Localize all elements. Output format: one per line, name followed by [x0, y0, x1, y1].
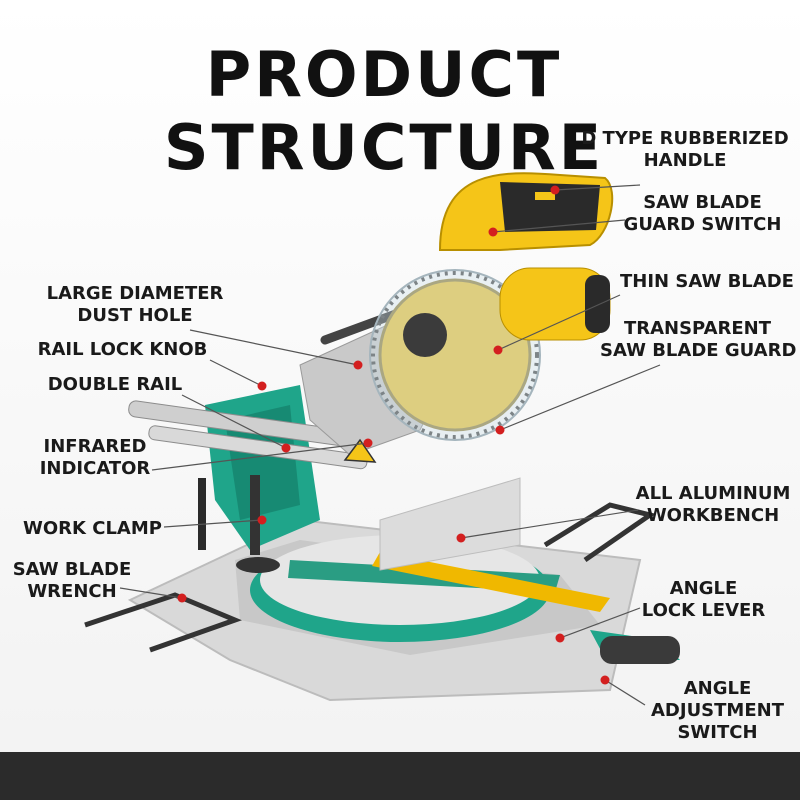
angle-lock-handle — [600, 636, 680, 664]
marker-angle-adjust — [600, 675, 610, 685]
label-double-rail: DOUBLE RAIL — [47, 374, 183, 395]
marker-dust-hole — [353, 360, 363, 370]
blade-slot-strip — [372, 552, 610, 612]
marker-workbench — [456, 533, 466, 543]
page-title: PRODUCT STRUCTURE — [163, 38, 605, 184]
label-work-clamp: WORK CLAMP — [23, 518, 162, 539]
arm-housing — [205, 385, 320, 550]
work-clamp — [198, 478, 206, 550]
transparent-blade-guard — [369, 269, 541, 441]
marker-double-rail — [281, 443, 291, 453]
marker-blade-guard — [495, 425, 505, 435]
label-rail-lock-knob: RAIL LOCK KNOB — [37, 339, 208, 360]
marker-rail-lock — [257, 381, 267, 391]
marker-dots — [177, 185, 610, 685]
marker-work-clamp — [257, 515, 267, 525]
marker-guard-switch — [488, 227, 498, 237]
marker-blade-wrench — [177, 593, 187, 603]
marker-infrared — [363, 438, 373, 448]
label-thin-blade: THIN SAW BLADE — [620, 271, 794, 292]
leader-lines — [119, 184, 661, 706]
footer-bar — [0, 752, 800, 800]
saw-head — [299, 172, 614, 463]
infrared-warning-sign — [343, 438, 377, 463]
marker-handle — [550, 185, 560, 195]
marker-thin-blade — [493, 345, 503, 355]
marker-angle-lock — [555, 633, 565, 643]
